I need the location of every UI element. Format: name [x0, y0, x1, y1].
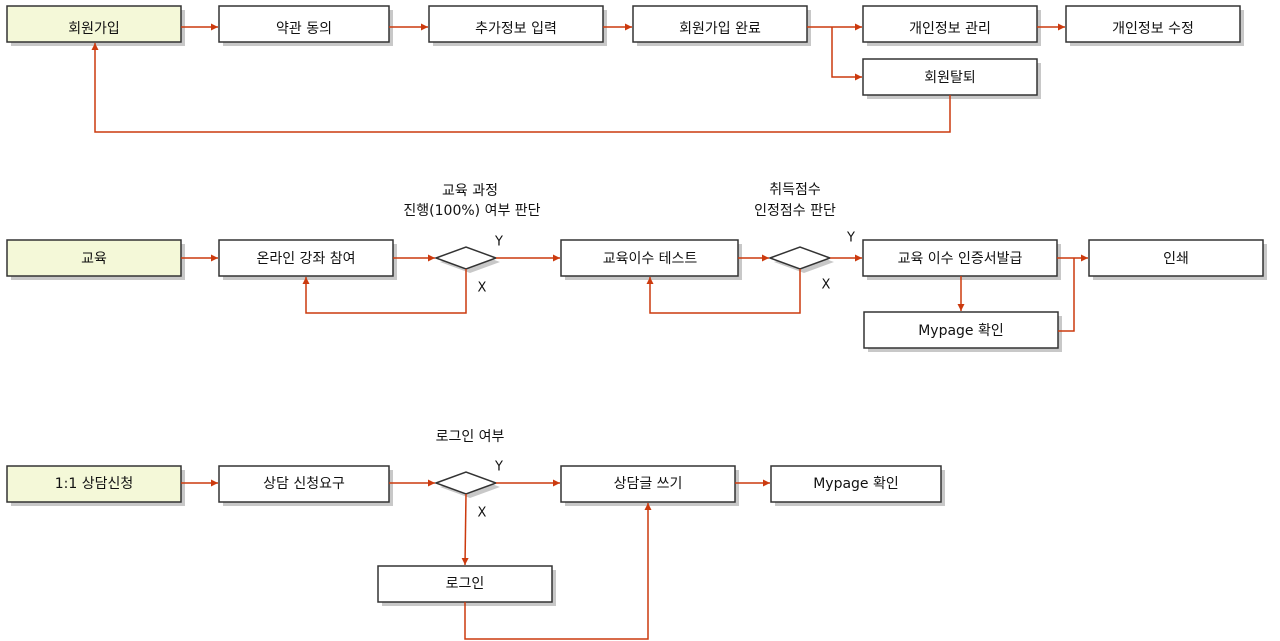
manage-info-label: 개인정보 관리	[909, 21, 991, 37]
consult-request-label: 상담 신청요구	[263, 476, 345, 492]
completion-test-label: 교육이수 테스트	[603, 251, 698, 267]
online-course-node: 온라인 강좌 참여	[218, 239, 397, 280]
arrow-decision-no-to-login	[461, 493, 469, 566]
arrow-mypage-to-print	[1058, 258, 1075, 332]
print-label: 인쇄	[1163, 251, 1189, 267]
signup-done-label: 회원가입 완료	[679, 21, 761, 37]
terms-agree-node: 약관 동의	[218, 5, 393, 46]
score-decision-label-line1: 취득점수	[769, 182, 821, 198]
terms-agree-label: 약관 동의	[276, 21, 332, 37]
certificate-label: 교육 이수 인증서발급	[898, 251, 1023, 267]
progress-decision-no: X	[478, 281, 487, 296]
signup-node: 회원가입	[6, 5, 185, 46]
login-decision-label: 로그인 여부	[436, 429, 505, 445]
progress-decision	[433, 246, 500, 273]
arrow-withdraw-to-signup	[91, 43, 951, 133]
arrow-done-to-withdraw	[831, 27, 862, 81]
consult-node: 1:1 상담신청	[6, 465, 185, 506]
certificate-node: 교육 이수 인증서발급	[862, 239, 1061, 280]
edit-info-node: 개인정보 수정	[1065, 5, 1244, 46]
login-decision-yes: Y	[494, 460, 503, 475]
score-decision	[767, 246, 834, 273]
login-decision	[433, 471, 500, 498]
extra-info-node: 추가정보 입력	[428, 5, 607, 46]
withdraw-label: 회원탈퇴	[924, 70, 976, 86]
mypage-check-label-3: Mypage 확인	[813, 476, 899, 492]
mypage-check-node-3: Mypage 확인	[770, 465, 945, 506]
arrow-login-to-write	[464, 503, 652, 640]
score-decision-yes: Y	[846, 231, 855, 246]
completion-test-node: 교육이수 테스트	[560, 239, 742, 280]
edit-info-label: 개인정보 수정	[1112, 21, 1194, 37]
mypage-check-label-2: Mypage 확인	[918, 323, 1004, 339]
write-post-node: 상담글 쓰기	[560, 465, 739, 506]
manage-info-node: 개인정보 관리	[862, 5, 1041, 46]
extra-info-label: 추가정보 입력	[475, 21, 557, 37]
score-decision-no: X	[822, 278, 831, 293]
score-decision-label-line2: 인정점수 판단	[754, 203, 836, 219]
signup-done-node: 회원가입 완료	[632, 5, 811, 46]
withdraw-node: 회원탈퇴	[862, 58, 1041, 99]
login-node: 로그인	[377, 565, 556, 606]
signup-label: 회원가입	[68, 21, 120, 37]
login-label: 로그인	[446, 576, 485, 592]
consult-label: 1:1 상담신청	[55, 476, 134, 492]
mypage-check-node-2: Mypage 확인	[863, 311, 1062, 352]
consult-request-node: 상담 신청요구	[218, 465, 393, 506]
online-course-label: 온라인 강좌 참여	[256, 251, 355, 267]
progress-decision-yes: Y	[494, 235, 503, 250]
arrow-decision1-no-loop	[302, 269, 467, 314]
progress-decision-label-line2: 진행(100%) 여부 판단	[403, 203, 540, 219]
progress-decision-label-line1: 교육 과정	[442, 183, 498, 199]
write-post-label: 상담글 쓰기	[614, 476, 683, 492]
education-label: 교육	[81, 251, 107, 267]
print-node: 인쇄	[1088, 239, 1267, 280]
arrow-decision2-no-loop	[646, 269, 801, 314]
login-decision-no: X	[478, 506, 487, 521]
education-node: 교육	[6, 239, 185, 280]
